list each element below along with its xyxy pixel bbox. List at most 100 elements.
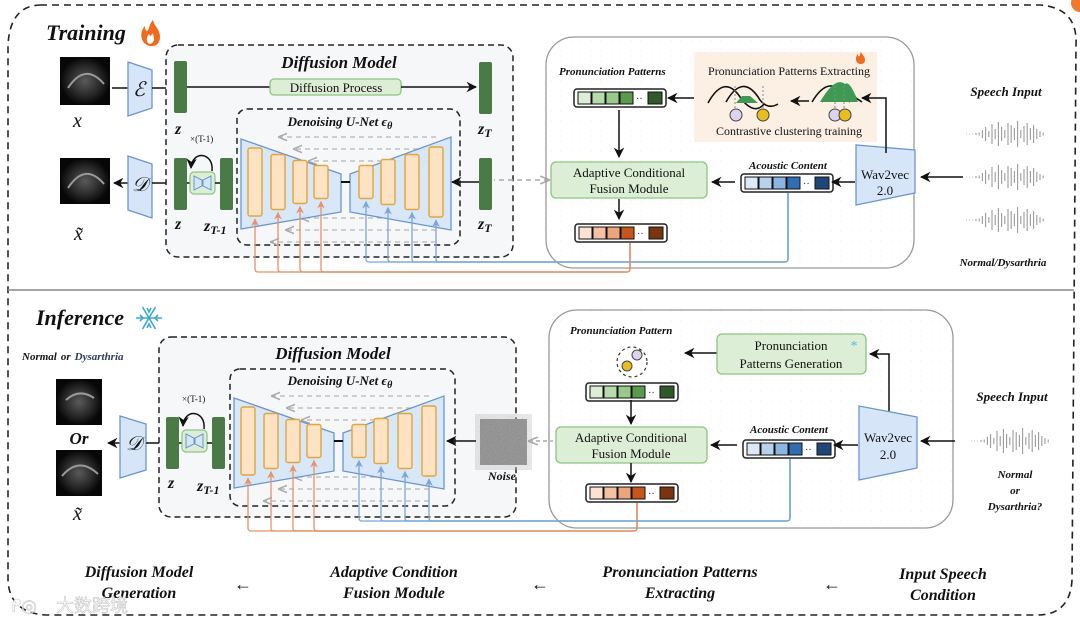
- pipeline-arrow-3: ←: [823, 574, 841, 594]
- encoder-feature-block: [313, 164, 329, 200]
- clustering-overlap-icon: [811, 82, 863, 122]
- output-class-or: or: [61, 351, 72, 363]
- decoder-block: [127, 155, 153, 219]
- encoder-block: [127, 61, 153, 117]
- speech-class-label: Normal/Dysarthria: [959, 257, 1047, 269]
- vector-cell-last: [648, 226, 664, 240]
- vector-ellipsis: ··: [648, 388, 655, 399]
- unet-box-inf: [229, 368, 456, 507]
- pronunciation-pattern-vector: ··: [585, 382, 679, 402]
- zT1-label-inf: zT-1: [196, 478, 219, 497]
- zT-label-bottom-sub: T: [484, 221, 492, 235]
- vector-cell: [774, 442, 789, 456]
- mini-unet-left-inf: [185, 433, 195, 449]
- acoustic-condition-line: [425, 459, 791, 522]
- decoder-feature-block: [373, 417, 389, 465]
- pronunciation-patterns-label: Pronunciation Patterns: [559, 66, 666, 78]
- z-label-inf: z: [167, 475, 175, 492]
- speech-input-label-inf: Speech Input: [976, 389, 1048, 404]
- zT1-label-sub: T-1: [210, 223, 226, 237]
- acoustic-condition-line: [432, 193, 789, 263]
- speech-input-label: Speech Input: [970, 84, 1042, 99]
- watermark-text: 大数跨境: [56, 596, 128, 617]
- watermark: ᖰ◎ 大数跨境: [12, 596, 129, 618]
- mini-unet-left: [193, 175, 203, 191]
- encoder-feature-block: [263, 412, 279, 470]
- decoder-feature-block: [380, 158, 396, 206]
- or-label: Or: [70, 429, 89, 448]
- wav2vec-to-extract-arrow: [860, 92, 887, 153]
- pronunciation-pattern-label: Pronunciation Pattern: [570, 325, 672, 337]
- outer-frame: [7, 4, 1077, 616]
- ppg-line2: Patterns Generation: [740, 356, 843, 371]
- training-title: Training: [46, 20, 126, 45]
- loop-label: ×(T-1): [190, 134, 213, 144]
- decoder-label: 𝒟: [132, 174, 152, 196]
- wav2vec-to-ppg-arrow: [868, 348, 890, 418]
- vector-cell: [589, 486, 604, 500]
- acfm-line1-inf: Adaptive Conditional: [575, 430, 688, 445]
- vector-cell: [619, 91, 634, 105]
- mini-unet-right-inf: [194, 433, 204, 449]
- loop-label-inf: ×(T-1): [182, 394, 205, 404]
- zT1-latent: [220, 158, 233, 210]
- vector-cell: [631, 385, 646, 399]
- inference-output-x-label: x̃: [72, 503, 82, 525]
- encoder-feature-block: [292, 159, 308, 205]
- ppg-line1: Pronunciation: [755, 338, 828, 353]
- unet-title: Denoising U-Net ϵθ: [287, 114, 393, 132]
- decoder-feature-block: [428, 146, 444, 218]
- encoder-feature-block: [247, 147, 263, 217]
- encoder-feature-block: [240, 406, 256, 476]
- vector-cell: [617, 486, 632, 500]
- clustering-label: Contrastive clustering training: [716, 124, 862, 138]
- vector-cell: [589, 385, 604, 399]
- vector-cell: [772, 176, 787, 190]
- vector-cell: [760, 442, 775, 456]
- decoder-feature-block: [404, 153, 420, 211]
- vector-cell: [578, 226, 593, 240]
- decoder-feature-block: [397, 412, 413, 470]
- zT-label-top-base: z: [477, 121, 485, 138]
- training-section: Training x ℰ x̃ 𝒟 Diffusion Model z Diff…: [46, 20, 1047, 273]
- pipeline-step-4-line1: Input Speech: [898, 566, 987, 583]
- loop-arrow: [186, 154, 213, 172]
- speech-q-line2: or: [1010, 485, 1021, 497]
- mini-unet-right: [202, 175, 212, 191]
- acoustic-content-vector: ··: [740, 173, 834, 193]
- pipeline-arrow-1: ←: [234, 574, 252, 594]
- speech-q-line3: Dysarthria?: [987, 501, 1043, 513]
- zT1-label: zT-1: [203, 218, 226, 237]
- zT1-label-inf-sub: T-1: [203, 483, 219, 497]
- condition-injection-lines: [251, 193, 789, 273]
- clustering-separated-icon: [707, 85, 779, 122]
- vector-cell-last: [659, 385, 675, 399]
- diffusion-process-label: Diffusion Process: [290, 80, 383, 95]
- zT-latent-bottom: [479, 158, 492, 210]
- vector-cell: [631, 486, 646, 500]
- unet-decoder: [342, 395, 445, 490]
- encoder-feature-block: [270, 153, 286, 211]
- decoder-label-inf: 𝒟: [126, 433, 146, 455]
- vector-cell: [591, 91, 606, 105]
- output-dysarthria-image: [56, 450, 102, 496]
- vector-ellipsis: ··: [803, 179, 810, 190]
- fused-condition-vector: ··: [574, 223, 668, 243]
- loop-arrow-inf: [178, 412, 205, 430]
- vector-cell: [577, 91, 592, 105]
- unet-title-sub: θ: [387, 121, 393, 132]
- unet-box: [236, 108, 461, 246]
- wav2vec-line1-inf: Wav2vec: [864, 430, 912, 445]
- z-label-top: z: [174, 121, 182, 138]
- speech-waveform-inf: [971, 428, 1049, 454]
- output-mri-structure: [67, 173, 105, 189]
- z-latent-inf: [166, 417, 179, 469]
- output-class-dysarthria: Dysarthria: [74, 351, 124, 363]
- fused-condition-line: [310, 459, 638, 532]
- condition-injection-lines-inf: [244, 459, 791, 532]
- pipeline-step-1-line1: Diffusion Model: [84, 564, 194, 581]
- unet-decoder: [349, 136, 452, 231]
- pattern-cluster-icon: [616, 346, 648, 378]
